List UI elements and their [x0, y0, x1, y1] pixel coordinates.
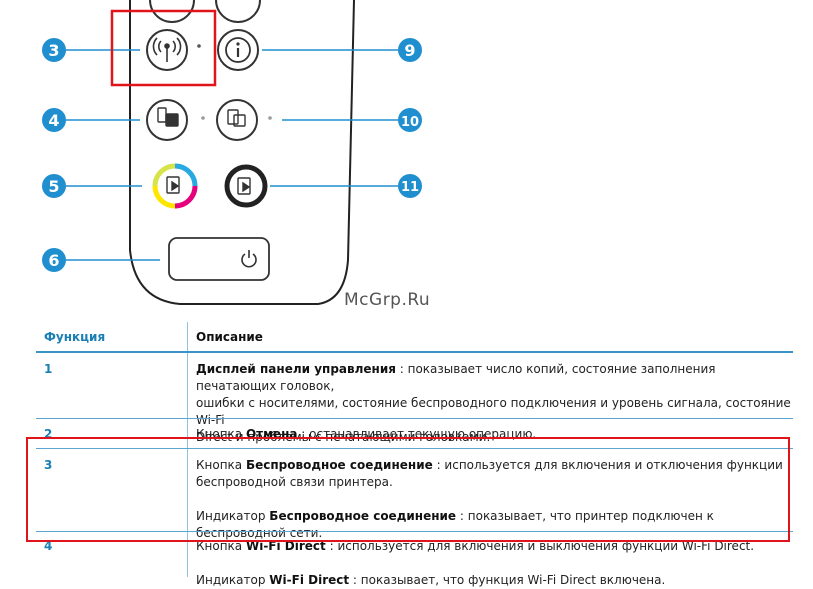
- highlight-box-row-3: [26, 437, 790, 542]
- svg-text:6: 6: [48, 251, 59, 270]
- callout-4: 4: [42, 108, 66, 132]
- row-3-number: 3: [44, 458, 53, 472]
- header-description: Описание: [196, 330, 263, 344]
- power-icon: [241, 250, 257, 268]
- color-copy-icon: [166, 176, 180, 194]
- svg-text:5: 5: [48, 177, 59, 196]
- row-1-number: 1: [44, 362, 53, 376]
- wireless-icon: [152, 37, 182, 62]
- top-button-partial-right: [215, 0, 261, 23]
- callout-5: 5: [42, 174, 66, 198]
- svg-text:10: 10: [401, 115, 419, 130]
- svg-text:4: 4: [48, 111, 59, 130]
- info-button[interactable]: [217, 29, 259, 71]
- row-4-description: Кнопка Wi-Fi Direct : используется для в…: [196, 539, 755, 587]
- callout-3: 3: [42, 38, 66, 62]
- row-2-number: 2: [44, 427, 53, 441]
- wireless-button[interactable]: [146, 29, 188, 71]
- header-function: Функция: [44, 330, 106, 344]
- color-copy-button[interactable]: [152, 163, 198, 209]
- highlight-box-wireless: [110, 9, 217, 87]
- callout-11: 11: [398, 174, 422, 198]
- info-icon: [225, 37, 251, 63]
- black-copy-button[interactable]: [224, 164, 268, 208]
- svg-text:9: 9: [404, 41, 415, 60]
- svg-text:11: 11: [401, 180, 419, 195]
- top-button-partial-left: [149, 0, 195, 23]
- svg-text:3: 3: [48, 41, 59, 60]
- wireless-indicator-light: [197, 44, 201, 48]
- watermark: McGrp.Ru: [344, 290, 430, 310]
- black-copy-icon: [237, 177, 251, 195]
- wifi-direct-icon: [157, 107, 179, 127]
- copy-indicator-light: [268, 116, 272, 120]
- wifi-direct-indicator-light: [201, 116, 205, 120]
- panel-outline: [129, 0, 355, 305]
- copy-menu-button[interactable]: [216, 99, 258, 141]
- callout-10: 10: [398, 108, 422, 132]
- control-panel-diagram: 3 4 5 6 9 10 11: [42, 0, 430, 310]
- wifi-direct-button[interactable]: [146, 99, 188, 141]
- copy-icon: [227, 109, 246, 127]
- row-4-number: 4: [44, 539, 53, 553]
- row-3-description: Кнопка Беспроводное соединение : использ…: [196, 458, 783, 540]
- callout-6: 6: [42, 248, 66, 272]
- power-button[interactable]: [168, 237, 270, 281]
- callout-9: 9: [398, 38, 422, 62]
